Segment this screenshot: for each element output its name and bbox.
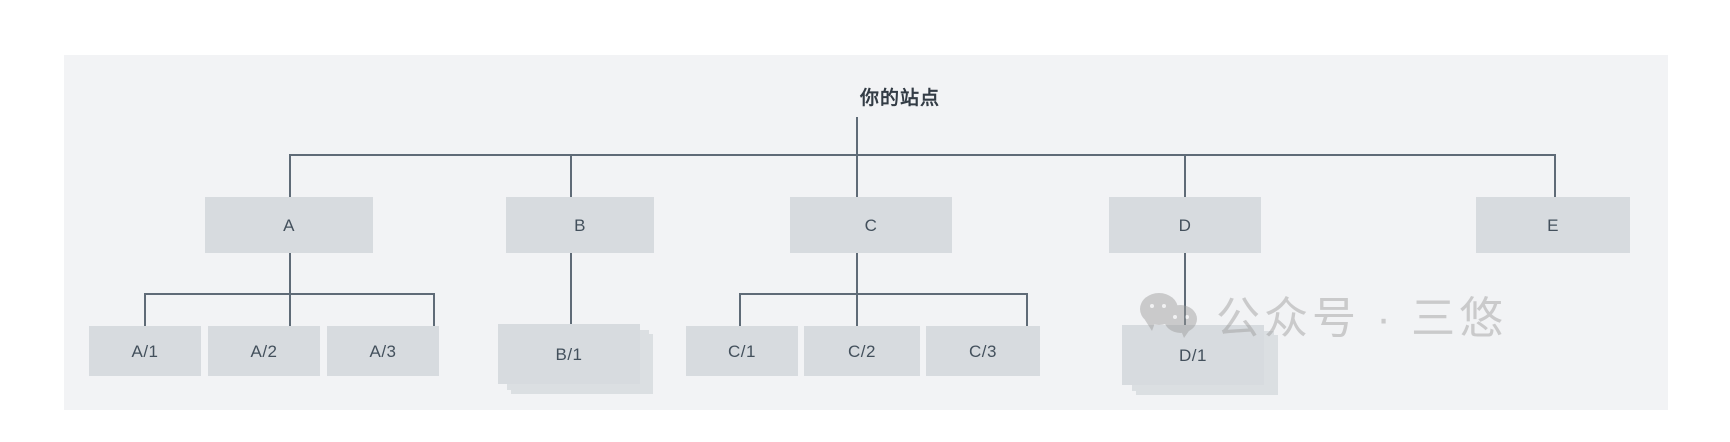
tree-node-b1[interactable]: B/1 bbox=[498, 324, 640, 384]
tree-node-a1[interactable]: A/1 bbox=[89, 326, 201, 376]
tree-node-c2[interactable]: C/2 bbox=[804, 326, 920, 376]
connector-bus-to-d bbox=[1184, 154, 1186, 198]
connector-a-to-a1 bbox=[144, 293, 146, 327]
tree-node-e[interactable]: E bbox=[1476, 197, 1630, 253]
connector-c-to-c3 bbox=[1026, 293, 1028, 327]
connector-bus-to-b bbox=[570, 154, 572, 198]
connector-c-to-c1 bbox=[739, 293, 741, 327]
tree-node-d1[interactable]: D/1 bbox=[1122, 325, 1264, 385]
connector-bus-to-a bbox=[289, 154, 291, 198]
tree-node-c3[interactable]: C/3 bbox=[926, 326, 1040, 376]
diagram-panel: 你的站点 A B C D E A/1 A/2 A/3 B/1 bbox=[64, 55, 1668, 410]
tree-node-root[interactable]: 你的站点 bbox=[859, 87, 940, 109]
connector-d-to-d1 bbox=[1184, 253, 1186, 327]
tree-node-c[interactable]: C bbox=[790, 197, 952, 253]
tree-node-a[interactable]: A bbox=[205, 197, 373, 253]
connector-a-to-a2 bbox=[289, 293, 291, 327]
connector-root-stem bbox=[856, 117, 858, 155]
connector-a-stem bbox=[289, 253, 291, 294]
connector-bus-to-e bbox=[1554, 154, 1556, 198]
connector-c-stem bbox=[856, 253, 858, 294]
tree-node-d[interactable]: D bbox=[1109, 197, 1261, 253]
tree-node-a2[interactable]: A/2 bbox=[208, 326, 320, 376]
tree-node-a3[interactable]: A/3 bbox=[327, 326, 439, 376]
connector-b-to-b1 bbox=[570, 253, 572, 325]
connector-c-bus bbox=[739, 293, 1028, 295]
connector-level1-bus bbox=[289, 154, 1556, 156]
tree-node-c1[interactable]: C/1 bbox=[686, 326, 798, 376]
connector-bus-to-c bbox=[856, 154, 858, 198]
connector-c-to-c2 bbox=[856, 293, 858, 327]
tree-node-b[interactable]: B bbox=[506, 197, 654, 253]
connector-a-to-a3 bbox=[433, 293, 435, 327]
